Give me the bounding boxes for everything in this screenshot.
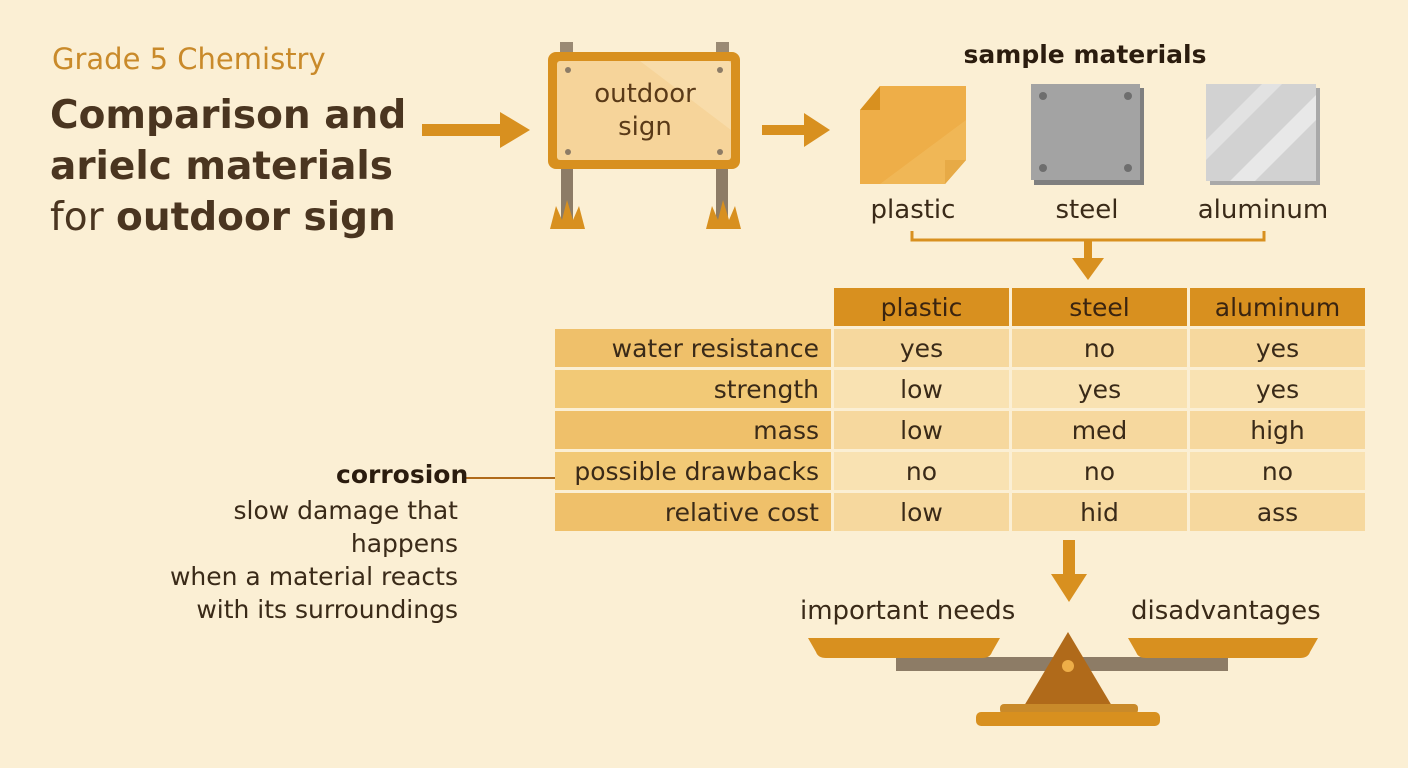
- sign-line-2: sign: [618, 112, 672, 142]
- table-cell: ass: [1190, 493, 1365, 531]
- table-row: water resistance yes no yes: [555, 329, 1365, 367]
- table-cell: no: [1012, 452, 1187, 490]
- row-header: strength: [555, 370, 831, 408]
- table-cell: no: [834, 452, 1009, 490]
- balance-label-disadvantages: disadvantages: [1131, 596, 1321, 626]
- corrosion-term: corrosion: [336, 460, 469, 489]
- row-header: water resistance: [555, 329, 831, 367]
- subtitle: Grade 5 Chemistry: [52, 42, 326, 76]
- table-row: possible drawbacks no no no: [555, 452, 1365, 490]
- table-cell: no: [1012, 329, 1187, 367]
- table-cell: no: [1190, 452, 1365, 490]
- title-line-3-prefix: for: [50, 195, 117, 240]
- table-cell: yes: [1190, 370, 1365, 408]
- material-label-aluminum: aluminum: [1197, 195, 1329, 225]
- definition-line-2: when a material reacts: [169, 562, 458, 591]
- table-cell: hid: [1012, 493, 1187, 531]
- title-line-2: arielc materials: [50, 144, 393, 189]
- outdoor-sign-label: outdoor sign: [560, 78, 730, 144]
- table-corner: [555, 288, 831, 326]
- table-cell: low: [834, 370, 1009, 408]
- definition-line-1: slow damage that happens: [233, 496, 459, 558]
- table-cell: yes: [834, 329, 1009, 367]
- row-header: possible drawbacks: [555, 452, 831, 490]
- row-header: relative cost: [555, 493, 831, 531]
- column-header-plastic: plastic: [834, 288, 1009, 326]
- aluminum-sample-icon: [1206, 84, 1320, 185]
- table-cell: high: [1190, 411, 1365, 449]
- title-line-3-bold: outdoor sign: [116, 195, 396, 240]
- table-row: mass low med high: [555, 411, 1365, 449]
- arrow-right-icon: [422, 112, 530, 148]
- table-row: relative cost low hid ass: [555, 493, 1365, 531]
- page-title: Comparison and arielc materials for outd…: [50, 90, 406, 243]
- arrow-right-icon: [762, 113, 830, 147]
- definition-line-3: with its surroundings: [196, 595, 458, 624]
- table-cell: yes: [1012, 370, 1187, 408]
- balance-scale-icon: [808, 632, 1318, 726]
- comparison-table: plastic steel aluminum water resistance …: [552, 285, 1368, 534]
- table-cell: med: [1012, 411, 1187, 449]
- column-header-aluminum: aluminum: [1190, 288, 1365, 326]
- table-cell: low: [834, 493, 1009, 531]
- balance-label-important-needs: important needs: [800, 596, 1016, 626]
- material-label-steel: steel: [1055, 195, 1119, 225]
- sample-materials-heading: sample materials: [963, 40, 1207, 69]
- row-header: mass: [555, 411, 831, 449]
- arrow-down-icon: [1051, 540, 1087, 602]
- sign-line-1: outdoor: [594, 79, 696, 109]
- title-line-1: Comparison and: [50, 93, 407, 138]
- table-header-row: plastic steel aluminum: [555, 288, 1365, 326]
- outdoor-sign-icon: [548, 42, 741, 229]
- corrosion-definition: slow damage that happens when a material…: [120, 494, 458, 626]
- material-label-plastic: plastic: [870, 195, 956, 225]
- table-cell: low: [834, 411, 1009, 449]
- table-cell: yes: [1190, 329, 1365, 367]
- plastic-sample-icon: [860, 86, 966, 184]
- table-row: strength low yes yes: [555, 370, 1365, 408]
- steel-sample-icon: [1031, 84, 1144, 185]
- column-header-steel: steel: [1012, 288, 1187, 326]
- bracket-connector: [910, 231, 1266, 280]
